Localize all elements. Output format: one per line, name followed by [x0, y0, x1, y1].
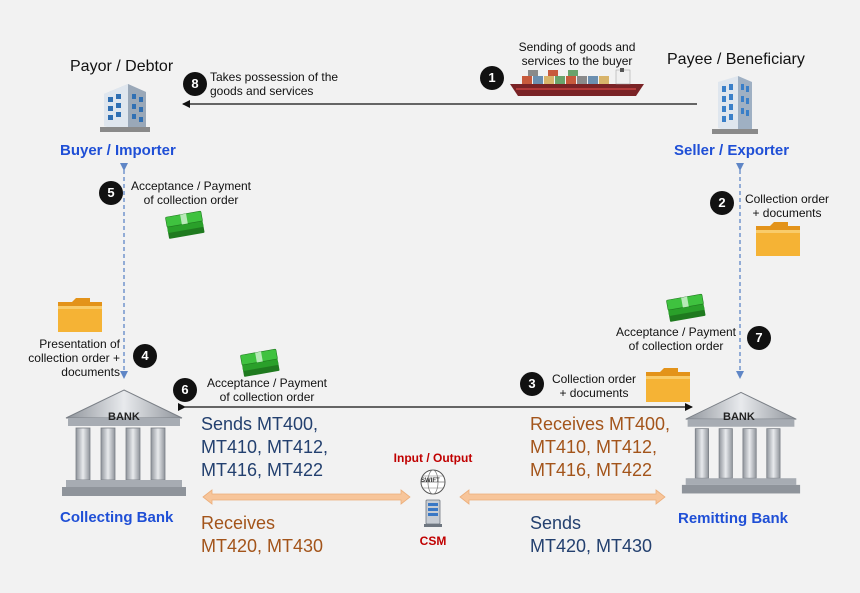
step-6-badge: 6: [173, 378, 197, 402]
step-7-text: Acceptance / Payment of collection order: [615, 325, 737, 353]
bank-label: BANK: [723, 411, 755, 423]
swift-label: SWIFT: [421, 478, 440, 484]
step-4-badge: 4: [133, 344, 157, 368]
step-2-text: Collection order + documents: [744, 192, 830, 220]
orange-arrow-left: [202, 489, 411, 505]
cash-icon: [666, 293, 706, 322]
input-output-label: Input / Output: [393, 451, 473, 465]
step-5-badge: 5: [99, 181, 123, 205]
swift-globe-icon: [420, 469, 446, 495]
folder-icon: [58, 298, 102, 332]
folder-icon: [756, 222, 800, 256]
step-8-text: Takes possession of the goods and servic…: [210, 70, 339, 98]
step-3-badge: 3: [520, 372, 544, 396]
remitting-receives-messages: Receives MT400, MT410, MT412, MT416, MT4…: [530, 414, 671, 480]
folder-icon: [646, 368, 690, 402]
cash-icon: [240, 348, 280, 377]
csm-label: CSM: [419, 534, 447, 548]
cargo-ship-icon: [510, 68, 644, 96]
cash-icon: [165, 210, 205, 239]
remitting-sends-messages: Sends MT420, MT430: [530, 513, 653, 556]
payor-debtor-label: Payor / Debtor: [70, 58, 174, 75]
step-2-badge: 2: [710, 191, 734, 215]
seller-exporter-label: Seller / Exporter: [674, 142, 790, 159]
step-6-text: Acceptance / Payment of collection order: [206, 376, 328, 404]
step-4-text: Presentation of collection order + docum…: [28, 337, 120, 379]
step-5-text: Acceptance / Payment of collection order: [130, 179, 252, 207]
buyer-importer-label: Buyer / Importer: [60, 142, 176, 159]
collecting-sends-messages: Sends MT400, MT410, MT412, MT416, MT422: [201, 414, 329, 480]
step-8-badge: 8: [183, 72, 207, 96]
payee-beneficiary-label: Payee / Beneficiary: [667, 51, 805, 68]
step-1-text: Sending of goods and services to the buy…: [518, 40, 636, 68]
collecting-bank-label: Collecting Bank: [60, 509, 174, 526]
bank-icon: [62, 389, 186, 496]
bank-icon: [681, 391, 801, 494]
collecting-receives-messages: Receives MT420, MT430: [201, 513, 324, 556]
step-7-badge: 7: [747, 326, 771, 350]
step-3-text: Collection order + documents: [551, 372, 637, 400]
orange-arrow-right: [459, 489, 666, 505]
office-tower-icon: [712, 76, 758, 134]
remitting-bank-label: Remitting Bank: [678, 510, 789, 527]
step-1-badge: 1: [480, 66, 504, 90]
office-building-icon: [100, 84, 150, 132]
bank-label: BANK: [108, 411, 140, 423]
server-icon: [424, 499, 442, 527]
